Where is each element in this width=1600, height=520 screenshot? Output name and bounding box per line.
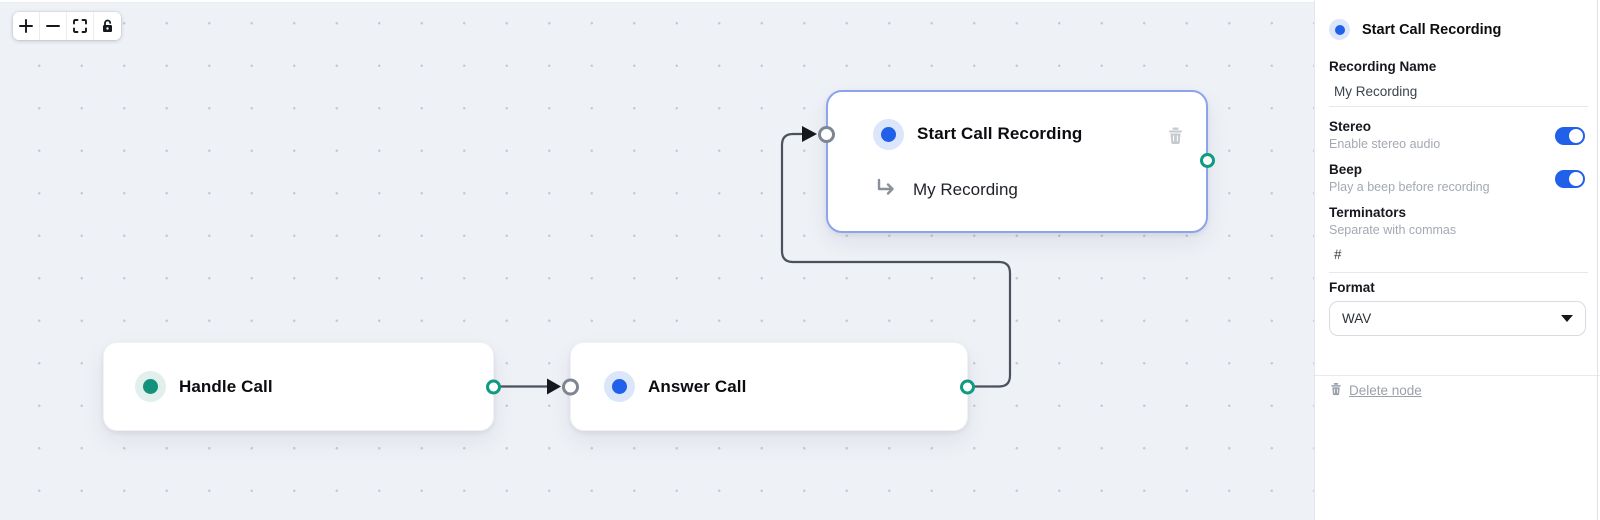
terminators-label: Terminators (1329, 205, 1407, 220)
terminators-description: Separate with commas (1329, 223, 1457, 237)
branch-arrow-icon (876, 178, 898, 201)
lock-button[interactable] (94, 12, 121, 40)
edge-answer-to-start-recording[interactable] (780, 126, 1012, 388)
node-title: Start Call Recording (917, 124, 1083, 143)
minus-icon (46, 19, 60, 33)
node-type-dot-icon (135, 371, 166, 402)
node-type-dot-icon (604, 371, 635, 402)
node-handle-call[interactable]: Handle Call (103, 342, 501, 431)
edge-handle-to-answer[interactable] (496, 378, 561, 395)
trash-icon (1329, 381, 1343, 399)
recording-name-label: Recording Name (1329, 59, 1437, 74)
stereo-label: Stereo (1329, 119, 1372, 134)
beep-label: Beep (1329, 162, 1363, 177)
format-label: Format (1329, 280, 1375, 295)
trash-icon (1166, 127, 1185, 148)
beep-description: Play a beep before recording (1329, 180, 1490, 194)
unlock-icon (101, 19, 114, 33)
flow-canvas[interactable]: Handle Call Answer Call Start Call Recor… (0, 0, 1314, 520)
panel-header: Start Call Recording (1329, 19, 1586, 40)
recording-name-input[interactable]: My Recording (1334, 84, 1418, 99)
beep-toggle[interactable] (1555, 170, 1585, 188)
delete-node-button[interactable]: Delete node (1329, 381, 1586, 399)
node-title: Handle Call (179, 376, 273, 396)
node-settings-panel: Start Call Recording Recording Name My R… (1314, 0, 1600, 520)
format-select[interactable]: WAV (1329, 301, 1586, 336)
panel-divider (1315, 375, 1600, 376)
node-subtitle: My Recording (913, 179, 1018, 199)
input-underline (1329, 272, 1588, 273)
canvas-top-edge (0, 0, 1314, 3)
node-type-dot-icon (873, 118, 904, 150)
stereo-description: Enable stereo audio (1329, 137, 1441, 151)
stereo-toggle[interactable] (1555, 127, 1585, 145)
plus-icon (19, 19, 33, 33)
format-selected-value: WAV (1342, 311, 1372, 326)
terminators-input[interactable]: # (1334, 247, 1342, 262)
edges-layer (496, 126, 1012, 395)
source-handle[interactable] (486, 379, 501, 394)
node-start-call-recording[interactable]: Start Call Recording My Recording (818, 90, 1215, 233)
target-handle[interactable] (818, 126, 835, 143)
delete-node-label: Delete node (1349, 382, 1422, 398)
zoom-in-button[interactable] (13, 12, 40, 40)
chevron-down-icon (1561, 315, 1573, 322)
fit-view-icon (73, 19, 87, 33)
source-handle[interactable] (960, 379, 975, 394)
source-handle[interactable] (1200, 153, 1215, 168)
zoom-out-button[interactable] (40, 12, 67, 40)
panel-title: Start Call Recording (1362, 21, 1502, 38)
fit-view-button[interactable] (67, 12, 94, 40)
input-underline (1329, 106, 1588, 107)
canvas-controls (13, 12, 121, 40)
node-answer-call[interactable]: Answer Call (562, 342, 975, 431)
node-type-dot-icon (1329, 19, 1350, 40)
node-title: Answer Call (648, 376, 747, 396)
node-delete-button[interactable] (1166, 125, 1185, 148)
target-handle[interactable] (562, 378, 579, 395)
